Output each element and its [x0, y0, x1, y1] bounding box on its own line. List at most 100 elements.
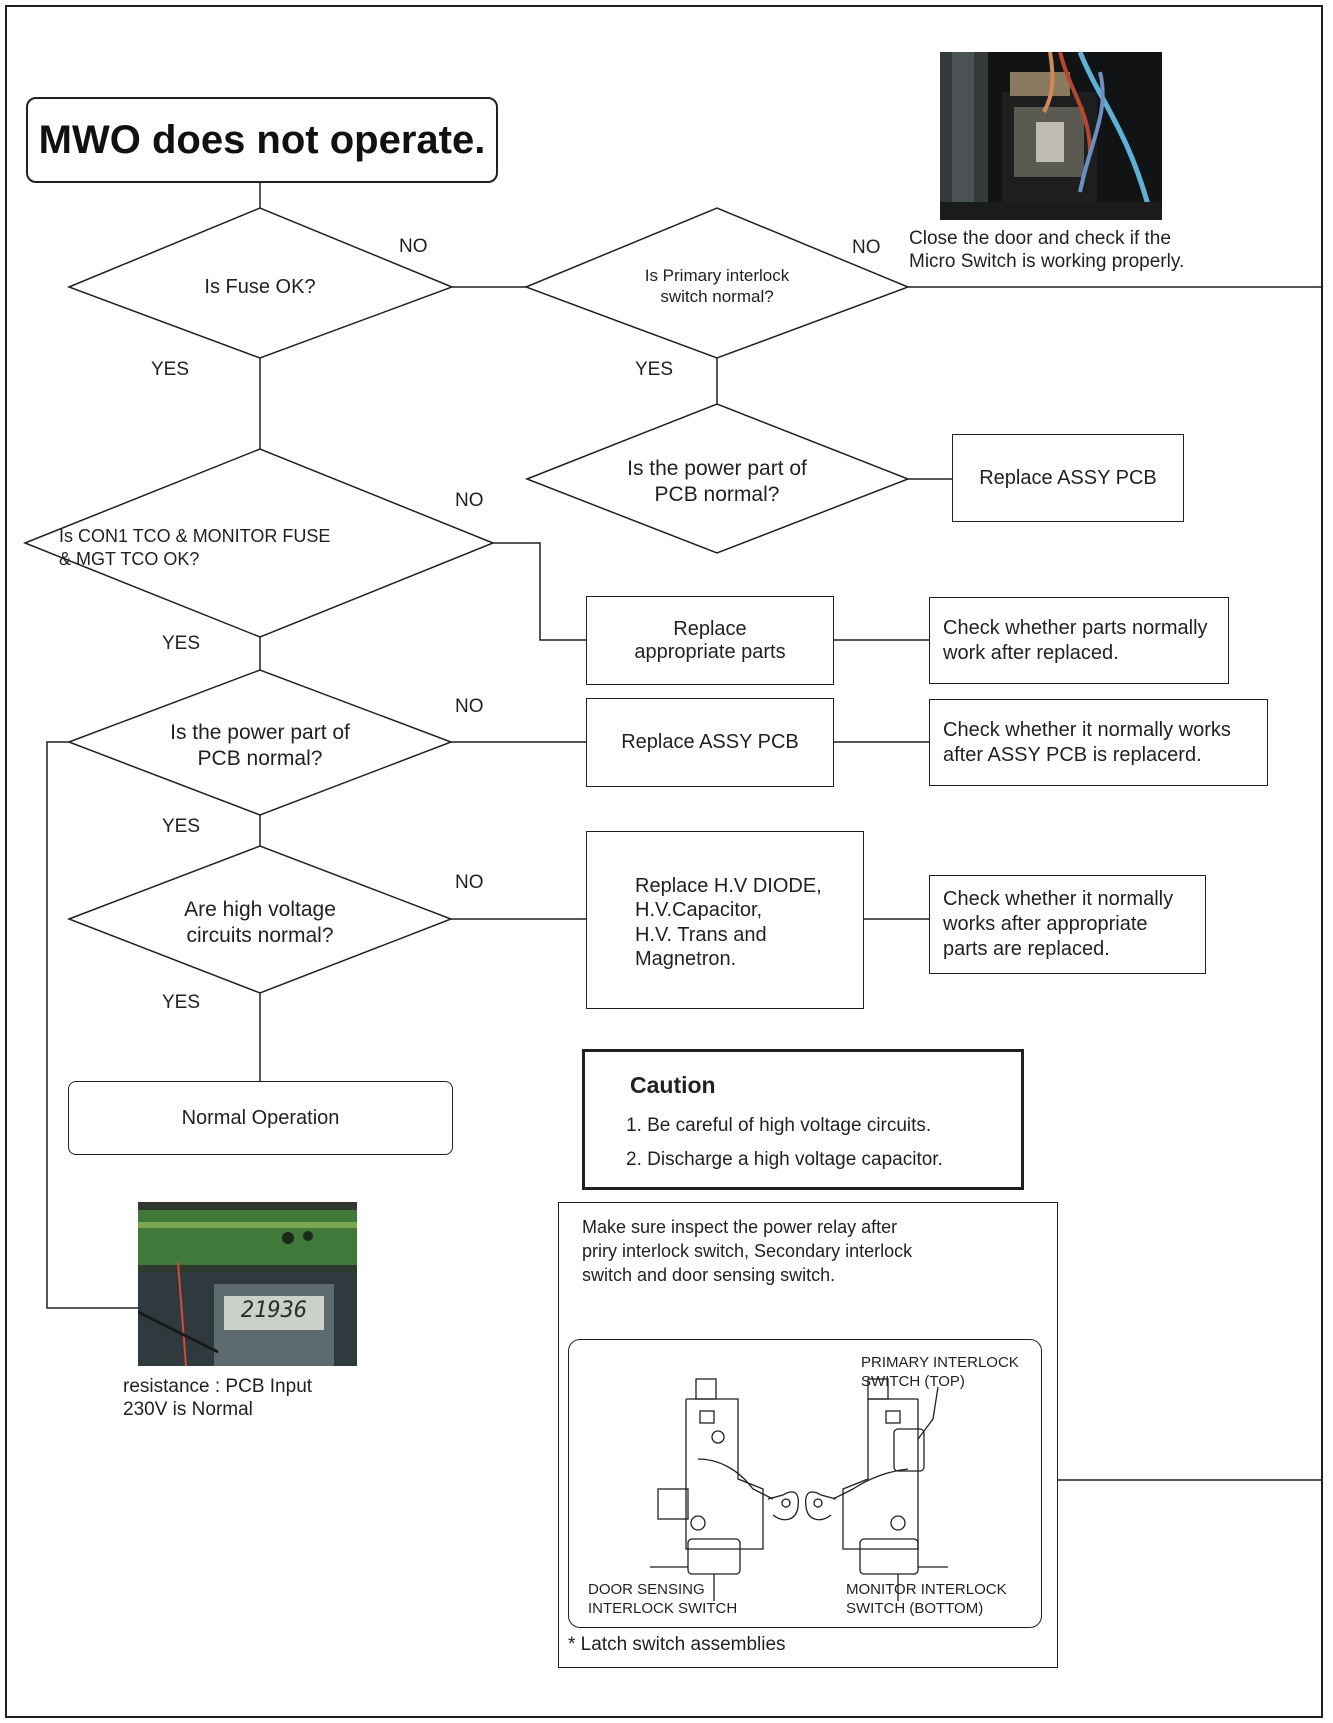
check-parts-line-1: Check whether parts normally — [943, 616, 1208, 639]
page-title: MWO does not operate. — [38, 117, 486, 162]
meter-photo-art — [138, 1202, 357, 1366]
decision-pcb-power-top — [524, 403, 911, 554]
check-parts-line-2: work after replaced. — [943, 641, 1119, 664]
meter-caption: resistance : PCB Input 230V is Normal — [123, 1375, 312, 1421]
meter-caption-line-2: 230V is Normal — [123, 1399, 253, 1421]
meter-caption-line-1: resistance : PCB Input — [123, 1376, 313, 1397]
check-pcb-box: Check whether it normally works after AS… — [929, 699, 1268, 786]
monitor-switch-label: MONITOR INTERLOCK SWITCH (BOTTOM) — [846, 1581, 1007, 1619]
meter-photo: 21936 — [138, 1202, 357, 1366]
decision-pcb-top-line-2: PCB normal? — [654, 482, 780, 506]
primary-leader — [917, 1386, 939, 1440]
normal-operation-box: Normal Operation — [68, 1081, 453, 1155]
left-latch-tab — [695, 1378, 717, 1400]
replace-assy-pcb-top-box: Replace ASSY PCB — [952, 434, 1184, 522]
decision-pcb-top-label: Is the power part of PCB normal? — [587, 456, 847, 507]
replace-hv-line-2: H.V.Capacitor, — [635, 899, 763, 922]
left-latch-arm — [697, 1458, 774, 1500]
left-latch-bracket — [657, 1488, 689, 1520]
replace-hv-box: Replace H.V DIODE, H.V.Capacitor, H.V. T… — [586, 831, 864, 1009]
left-latch-roller — [690, 1515, 706, 1531]
decision-pcb-mid-line-1: Is the power part of — [170, 721, 350, 744]
caution-item: 2. Discharge a high voltage capacitor. — [626, 1149, 943, 1170]
check-parts-box: Check whether parts normally work after … — [929, 597, 1229, 684]
edge-meter-loop — [46, 741, 138, 1309]
decision-pcb-power-mid — [66, 669, 454, 816]
edge-label-yes: YES — [162, 992, 201, 1013]
edge-label-no: NO — [399, 236, 428, 257]
decision-primary-line-2: switch normal? — [660, 286, 774, 306]
primary-switch-line-2: SWITCH (TOP) — [861, 1372, 965, 1390]
door-switch-label: DOOR SENSING INTERLOCK SWITCH — [588, 1581, 737, 1619]
latch-caption: * Latch switch assemblies — [568, 1634, 786, 1655]
primary-interlock-switch — [893, 1428, 925, 1472]
left-hook — [767, 1491, 799, 1521]
decision-primary-label: Is Primary interlock switch normal? — [587, 266, 847, 307]
right-latch-arm — [832, 1468, 909, 1500]
door-sensing-switch — [687, 1538, 741, 1575]
right-hook — [805, 1491, 837, 1521]
micro-switch-note-line-2: Micro Switch is working properly. — [909, 251, 1185, 273]
decision-hv-line-2: circuits normal? — [186, 923, 334, 947]
left-hook-hole — [781, 1498, 791, 1508]
decision-high-voltage — [66, 845, 454, 994]
check-pcb-line-2: after ASSY PCB is replacerd. — [943, 743, 1202, 766]
primary-switch-line-1: PRIMARY INTERLOCK — [861, 1354, 1019, 1371]
replace-assy-pcb-top-label: Replace ASSY PCB — [979, 466, 1157, 489]
edge-label-no: NO — [455, 490, 484, 511]
micro-switch-photo — [940, 52, 1162, 220]
replace-hv-line-1: Replace H.V DIODE, — [635, 875, 822, 897]
latch-switch-drawing — [650, 1378, 948, 1601]
decision-fuse — [66, 207, 455, 359]
decision-pcb-mid-label: Is the power part of PCB normal? — [140, 720, 380, 771]
left-latch-screw — [699, 1410, 715, 1424]
decision-con1-tco — [22, 448, 496, 638]
edge-label-yes: YES — [162, 816, 201, 837]
micro-switch-note-line-1: Close the door and check if the — [909, 228, 1171, 249]
edge-label-no: NO — [455, 872, 484, 893]
latch-diagram-box — [568, 1339, 1042, 1628]
relay-note: Make sure inspect the power relay after … — [582, 1216, 912, 1288]
edge-label-yes: YES — [162, 633, 201, 654]
decision-primary-interlock — [523, 207, 911, 359]
monitor-switch-line-1: MONITOR INTERLOCK — [846, 1581, 1007, 1598]
edge-label-no: NO — [455, 696, 484, 717]
left-latch-body — [685, 1398, 764, 1550]
right-latch-tab — [867, 1378, 889, 1400]
right-latch-screw — [885, 1410, 901, 1424]
caution-title: Caution — [630, 1072, 716, 1098]
door-switch-line-2: INTERLOCK SWITCH — [588, 1599, 738, 1617]
decision-fuse-label: Is Fuse OK? — [204, 276, 316, 298]
relay-info-box: Make sure inspect the power relay after … — [558, 1202, 1058, 1668]
relay-note-line-1: Make sure inspect the power relay after — [582, 1217, 898, 1237]
monitor-switch-line-2: SWITCH (BOTTOM) — [846, 1599, 984, 1617]
replace-assy-pcb-mid-label: Replace ASSY PCB — [621, 731, 799, 753]
replace-hv-line-3: H.V. Trans and — [635, 923, 767, 946]
left-latch-pivot — [711, 1430, 725, 1444]
check-hv-box: Check whether it normally works after ap… — [929, 875, 1206, 974]
check-hv-line-1: Check whether it normally — [943, 888, 1174, 910]
right-latch-body — [842, 1398, 919, 1550]
edge-primary-no — [908, 286, 1323, 1481]
caution-box: Caution 1. Be careful of high voltage ci… — [582, 1049, 1024, 1190]
replace-hv-line-4: Magnetron. — [635, 948, 737, 971]
relay-note-line-3: switch and door sensing switch. — [582, 1264, 836, 1285]
micro-switch-note: Close the door and check if the Micro Sw… — [909, 227, 1184, 273]
right-hook-hole — [813, 1498, 823, 1508]
door-switch-line-1: DOOR SENSING — [588, 1581, 705, 1598]
replace-assy-pcb-mid-box: Replace ASSY PCB — [586, 698, 834, 787]
replace-parts-line-1: Replace — [673, 617, 747, 640]
monitor-interlock-switch — [859, 1538, 919, 1575]
decision-pcb-top-line-1: Is the power part of — [627, 457, 807, 480]
decision-con1-line-1: Is CON1 TCO & MONITOR FUSE — [59, 526, 331, 546]
decision-con1-line-2: & MGT TCO OK? — [59, 548, 200, 569]
check-pcb-line-1: Check whether it normally works — [943, 718, 1231, 741]
meter-readout: 21936 — [240, 1298, 308, 1323]
edge-con1-no — [493, 542, 586, 641]
title-box: MWO does not operate. — [26, 97, 498, 183]
decision-con1-label: Is CON1 TCO & MONITOR FUSE & MGT TCO OK? — [59, 525, 330, 570]
replace-parts-box: Replace appropriate parts — [586, 596, 834, 685]
right-latch-roller — [890, 1515, 906, 1531]
decision-hv-label: Are high voltage circuits normal? — [140, 897, 380, 948]
edge-label-yes: YES — [635, 359, 674, 380]
